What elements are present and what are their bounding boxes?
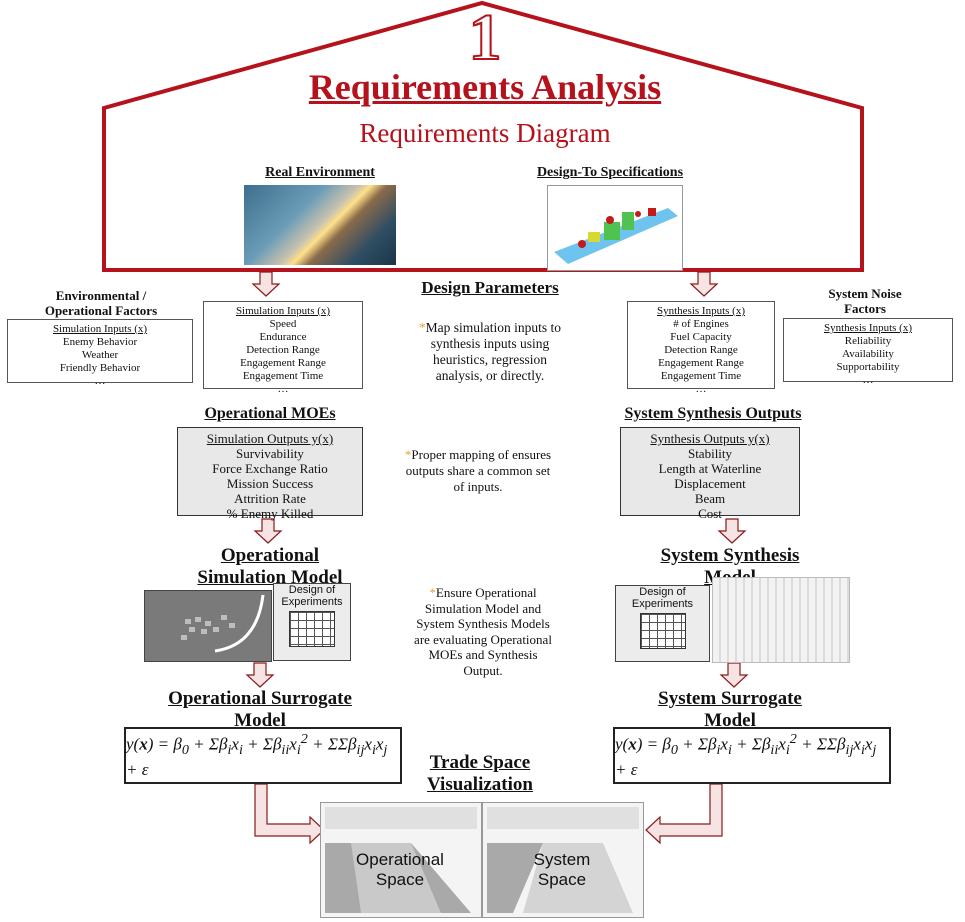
regression-equation: y(x) = β0 + Σβixi + Σβiixi2 + ΣΣβijxixj … xyxy=(126,731,388,779)
system-space-label: System Space xyxy=(533,850,591,889)
noise-factors-box: Synthesis Inputs (x) Reliability Availab… xyxy=(783,318,953,386)
design-parameters-note: *Map simulation inputs to synthesis inpu… xyxy=(418,320,562,383)
env-factors-box: Simulation Inputs (x) Enemy Behavior Wea… xyxy=(7,319,193,387)
synthesis-inputs-box: Synthesis Inputs (x) # of Engines Fuel C… xyxy=(627,301,775,395)
star-icon: * xyxy=(418,320,426,335)
op-surrogate-formula: y(x) = β0 + Σβixi + Σβiixi2 + ΣΣβijxixj … xyxy=(124,727,402,784)
section-number: 1 xyxy=(468,0,503,75)
system-space-chart xyxy=(482,802,644,918)
op-surrogate-heading: Operational Surrogate Model xyxy=(168,688,352,731)
operational-space-plot-icon xyxy=(325,807,477,913)
page-subtitle: Requirements Diagram xyxy=(359,118,611,148)
operational-space-label: Operational Space xyxy=(356,850,444,889)
design-parameters-heading: Design Parameters xyxy=(421,278,559,297)
synthesis-outputs-box: Synthesis Outputs y(x) Stability Length … xyxy=(620,427,800,521)
sys-surrogate-formula: y(x) = β0 + Σβixi + Σβiixi2 + ΣΣβijxixj … xyxy=(613,727,891,784)
synthesis-outputs-heading: System Synthesis Outputs xyxy=(624,405,802,422)
trade-space-heading: Trade Space Visualization xyxy=(427,752,533,795)
system-space-plot-icon xyxy=(487,807,639,913)
simulation-screenshot xyxy=(144,590,272,662)
env-factors-heading: Environmental / Operational Factors xyxy=(44,288,158,318)
simulation-inputs-box: Simulation Inputs (x) Speed Endurance De… xyxy=(203,301,363,395)
synthesis-table-screenshot xyxy=(712,577,850,663)
ensure-note: *Ensure Operational Simulation Model and… xyxy=(414,585,552,678)
simulation-map-icon xyxy=(181,594,265,653)
star-icon: * xyxy=(404,447,412,462)
operational-moes-heading: Operational MOEs xyxy=(204,405,336,422)
page-title: Requirements Analysis xyxy=(308,67,662,107)
ship-model-icon xyxy=(554,208,678,264)
ship-spec-model-image xyxy=(547,185,683,271)
star-icon: * xyxy=(429,585,436,600)
battleship-photo xyxy=(244,185,396,265)
design-to-spec-label: Design-To Specifications xyxy=(536,165,684,180)
op-design-of-experiments: Design of Experiments xyxy=(273,583,351,661)
sys-design-of-experiments: Design of Experiments xyxy=(615,585,710,662)
operational-moes-box: Simulation Outputs y(x) Survivability Fo… xyxy=(177,427,363,521)
sys-surrogate-heading: System Surrogate Model xyxy=(658,688,802,731)
real-environment-label: Real Environment xyxy=(265,165,375,180)
op-sim-model-heading: Operational Simulation Model xyxy=(197,545,343,588)
doe-grid-icon xyxy=(289,611,335,647)
regression-equation: y(x) = β0 + Σβixi + Σβiixi2 + ΣΣβijxixj … xyxy=(615,731,877,779)
noise-factors-heading: System Noise Factors xyxy=(828,286,902,316)
mapping-note: *Proper mapping of ensures outputs share… xyxy=(404,447,552,494)
doe-grid-icon xyxy=(639,613,686,649)
